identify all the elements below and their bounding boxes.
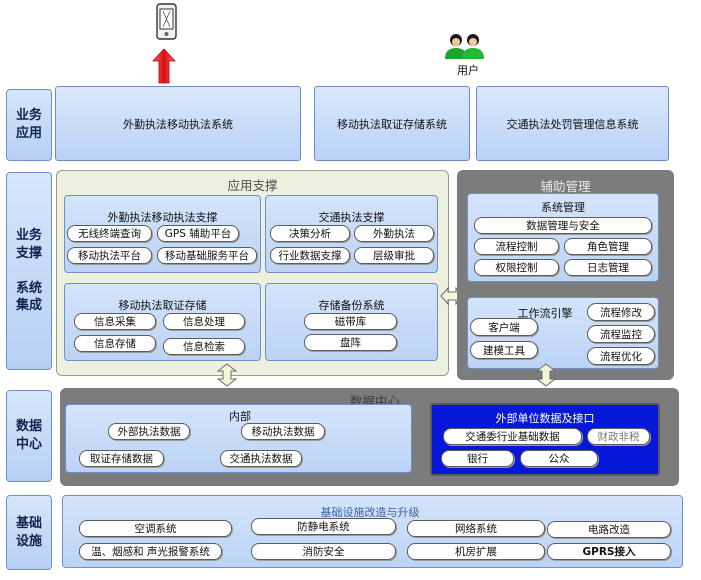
double-arrow-vertical-icon [535,363,557,387]
modeling-tool-item[interactable]: 建模工具 [470,341,538,359]
internal-data-title: 内部 [229,410,251,423]
traffic-support-title: 交通执法支撑 [318,211,385,224]
public-item[interactable]: 公众 [520,450,598,467]
decision-analysis-item[interactable]: 决策分析 [270,225,350,242]
tier-business-support: 业务 支撑 系统 集成 [6,172,52,370]
sys-mgmt-title: 系统管理 [541,201,585,214]
info-processing-item[interactable]: 信息处理 [163,313,245,330]
backup-system-title: 存储备份系统 [318,299,385,312]
air-conditioning-item[interactable]: 空调系统 [79,520,232,537]
info-retrieval-item[interactable]: 信息检索 [163,338,245,355]
wireless-query-item[interactable]: 无线终端查询 [67,225,152,242]
data-security-item[interactable]: 数据管理与安全 [474,217,652,234]
field-enforcement-item[interactable]: 外勤执法 [354,225,434,242]
role-mgmt-item[interactable]: 角色管理 [564,238,652,255]
industry-base-data-item[interactable]: 交通委行业基础数据 [443,428,582,445]
aux-mgmt-title: 辅助管理 [540,179,591,194]
gps-platform-item[interactable]: GPS 辅助平台 [157,225,239,242]
mobile-support-title: 外勤执法移动执法支撑 [107,211,218,224]
mobile-enforcement-platform-item[interactable]: 移动执法平台 [67,247,152,264]
app-evidence-storage[interactable]: 移动执法取证存储系统 [314,86,470,161]
network-system-item[interactable]: 网络系统 [407,520,545,537]
tier-data-center: 数据 中心 [6,390,52,482]
fiscal-nontax-item[interactable]: 财政非税 [587,428,650,445]
hierarchical-approval-item[interactable]: 层级审批 [354,247,434,264]
gprs-access-item[interactable]: GPRS接入 [547,543,671,560]
mobile-terminal-icon [155,3,179,41]
infra-title: 基础设施改造与升级 [320,506,420,519]
disk-array-item[interactable]: 盘阵 [304,334,397,351]
tape-library-item[interactable]: 磁带库 [304,313,397,330]
users-icon [443,33,487,59]
mobile-enforcement-data-item[interactable]: 移动执法数据 [241,423,325,440]
external-enforcement-data-item[interactable]: 外部执法数据 [108,423,190,440]
process-modify-item[interactable]: 流程修改 [587,303,655,321]
process-monitor-item[interactable]: 流程监控 [587,325,655,343]
client-item[interactable]: 客户端 [470,318,538,336]
anti-static-item[interactable]: 防静电系统 [251,518,396,535]
app-penalty-management[interactable]: 交通执法处罚管理信息系统 [476,86,669,161]
tier-business-app: 业务 应用 [6,89,52,161]
bank-item[interactable]: 银行 [441,450,514,467]
double-arrow-vertical-icon [216,363,238,387]
process-control-item[interactable]: 流程控制 [474,238,559,255]
alarm-system-item[interactable]: 温、烟感和 声光报警系统 [79,543,222,560]
permission-control-item[interactable]: 权限控制 [474,259,559,276]
app-field-enforcement[interactable]: 外勤执法移动执法系统 [55,86,301,161]
log-mgmt-item[interactable]: 日志管理 [564,259,652,276]
room-expansion-item[interactable]: 机房扩展 [407,543,545,560]
mobile-base-service-item[interactable]: 移动基础服务平台 [157,247,257,264]
fire-safety-item[interactable]: 消防安全 [251,543,396,560]
tier-infrastructure: 基础 设施 [6,495,52,570]
info-storage-item[interactable]: 信息存储 [74,335,156,352]
user-label: 用户 [457,64,479,77]
process-optimize-item[interactable]: 流程优化 [587,347,655,365]
traffic-enforcement-data-item[interactable]: 交通执法数据 [220,450,302,467]
red-up-arrow-icon [152,48,176,84]
external-data-title: 外部单位数据及接口 [495,412,595,425]
app-support-title: 应用支撑 [227,178,278,193]
evidence-storage-data-item[interactable]: 取证存储数据 [79,450,164,467]
info-collection-item[interactable]: 信息采集 [74,313,156,330]
industry-data-item[interactable]: 行业数据支撑 [270,247,350,264]
evidence-storage-title: 移动执法取证存储 [118,299,207,312]
circuit-upgrade-item[interactable]: 电路改造 [547,521,671,538]
workflow-title: 工作流引擎 [517,307,573,320]
